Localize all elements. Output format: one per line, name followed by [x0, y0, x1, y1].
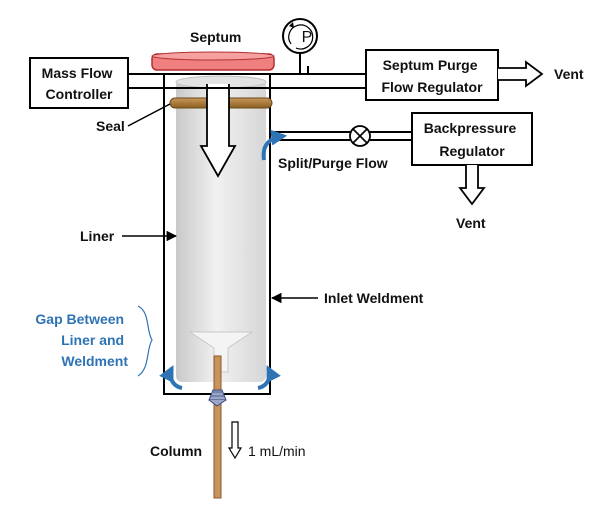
vent-top-label: Vent: [554, 66, 584, 82]
vent-bottom-arrow: [458, 165, 486, 206]
vent-bottom-label: Vent: [456, 215, 486, 231]
gap-flow-arrow-left: [159, 365, 183, 390]
septum-purge-regulator-box: [365, 49, 499, 101]
backpressure-regulator-box: [411, 112, 533, 166]
gap-brace: [137, 305, 153, 377]
septum-purge-regulator-label: Septum Purge Flow Regulator: [381, 57, 483, 95]
liner: [175, 75, 267, 382]
column: [213, 355, 222, 499]
mass-flow-controller-label: Mass Flow Controller: [42, 65, 117, 102]
seal-pointer: [127, 103, 171, 127]
pressure-gauge-label: P: [302, 29, 313, 46]
carrier-gas-flow-arrow: [199, 84, 237, 178]
column-flow-arrow: [227, 421, 243, 460]
septum-label: Septum: [190, 29, 241, 45]
valve-icon: [349, 125, 371, 147]
septum: [151, 51, 275, 71]
liner-label: Liner: [80, 228, 115, 244]
ferrule-icon: [208, 389, 227, 407]
gap-label: Gap Between Liner and Weldment: [35, 311, 128, 369]
split-purge-line: [270, 131, 412, 141]
pressure-gauge-icon: P: [282, 18, 318, 74]
column-label: Column: [150, 443, 202, 459]
inlet-weldment-label: Inlet Weldment: [324, 290, 424, 306]
seal-label: Seal: [96, 118, 125, 134]
split-purge-flow-label: Split/Purge Flow: [278, 155, 388, 171]
vent-top-arrow: [498, 60, 544, 88]
mass-flow-controller-box: [29, 57, 129, 109]
split-flow-arrow: [261, 129, 288, 161]
flow-rate-label: 1 mL/min: [248, 443, 306, 459]
backpressure-regulator-label: Backpressure Regulator: [424, 120, 521, 159]
gap-flow-arrow-right: [257, 365, 281, 390]
